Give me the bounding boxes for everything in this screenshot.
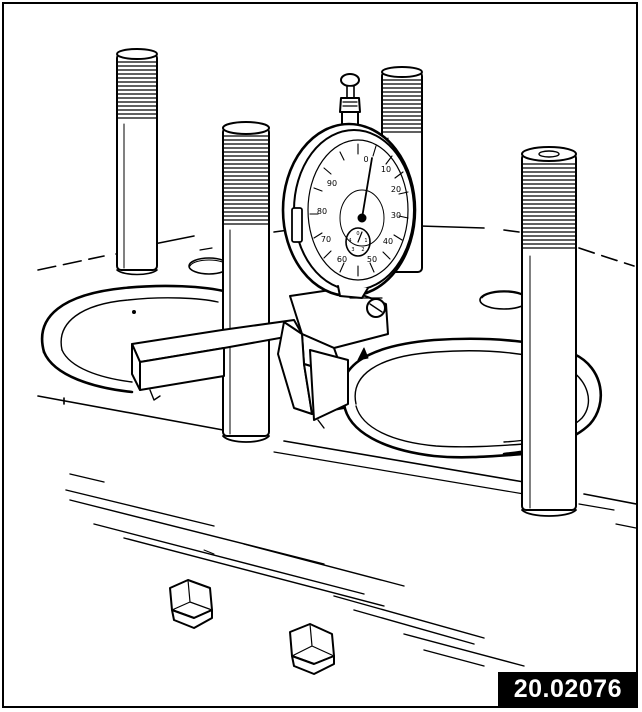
small-dial-number: 2: [361, 247, 364, 253]
dial-scale-numbers: 0 10 20 30 40 50 60 70 80 90: [317, 155, 401, 264]
small-dial-numbers: 0 1 2 3 4: [348, 231, 367, 253]
gauge-needle: [361, 157, 373, 219]
dial-number: 0: [363, 155, 368, 164]
dial-number: 70: [321, 235, 331, 244]
technical-illustration: 0 10 20 30 40 50 60 70 80 90 0 1 2 3 4: [37, 48, 636, 675]
dial-number: 30: [391, 211, 401, 220]
dial-number: 90: [327, 179, 337, 188]
dial-number: 80: [317, 207, 327, 216]
dial-number: 60: [337, 255, 347, 264]
stud-front-right: [521, 146, 577, 517]
dial-gauge: [281, 73, 417, 299]
figure-reference-number: 20.02076: [497, 672, 636, 706]
small-dial-number: 1: [364, 238, 367, 244]
stud-front-left: [222, 121, 270, 443]
dial-number: 20: [391, 185, 401, 194]
stud-rear-left: [116, 48, 158, 276]
small-dial-number: 3: [351, 247, 354, 253]
hex-bolt-right: [289, 623, 335, 675]
left-cylinder-bore: [40, 284, 230, 394]
engine-block-side: [65, 473, 525, 667]
dial-number: 40: [383, 237, 393, 246]
gauge-holder-bracket: [131, 287, 389, 429]
dial-number: 10: [381, 165, 391, 174]
small-dial-number: 4: [348, 238, 351, 244]
dial-ticks: [309, 143, 409, 277]
dial-number: 50: [367, 255, 377, 264]
cylinder-head-surface: [37, 225, 636, 529]
hex-bolt-left: [169, 579, 213, 629]
small-dial-number: 0: [356, 231, 359, 237]
